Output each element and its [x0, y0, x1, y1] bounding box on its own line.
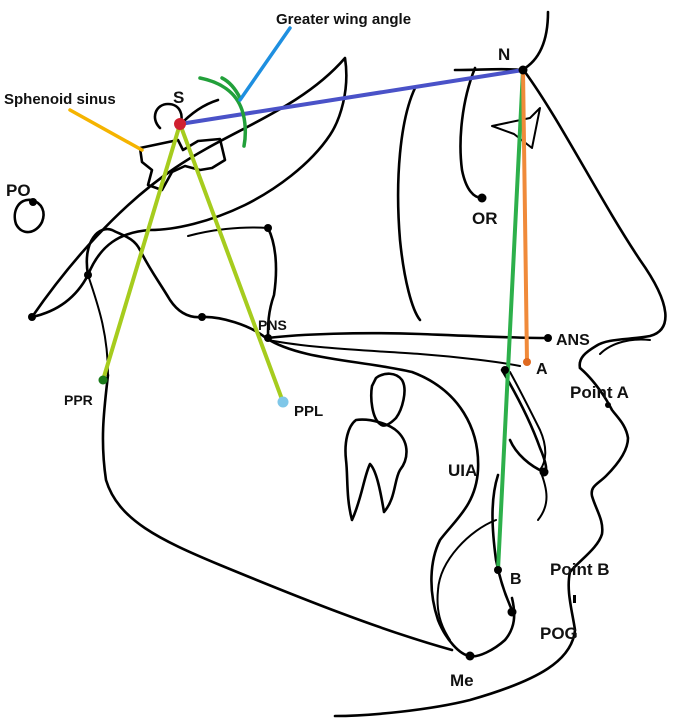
- pog-label: POG: [540, 624, 578, 643]
- uia-point: [539, 467, 549, 477]
- ppl-point: [277, 396, 289, 408]
- sella-nasion-line: [178, 68, 525, 126]
- ramus-point: [84, 271, 92, 279]
- pog-point: [507, 607, 517, 617]
- molar-tooth-outline: [369, 372, 406, 427]
- s-point: [174, 118, 186, 130]
- s-ppr-line: [101, 122, 182, 382]
- ppr-point: [98, 375, 108, 385]
- b-point: [494, 566, 502, 574]
- greater-wing-angle-label: Greater wing angle: [276, 11, 411, 28]
- palate-lower-outline: [267, 339, 521, 367]
- pns-point: [264, 334, 272, 342]
- orbit-inner-outline: [459, 66, 484, 200]
- n-label: N: [498, 45, 510, 64]
- pterygoid-plate-outline: [187, 226, 269, 237]
- a-point: [523, 358, 531, 366]
- anterior-cranial-base-outline: [30, 56, 348, 319]
- po-label: PO: [6, 181, 31, 200]
- condyle-point: [28, 313, 36, 321]
- ppr-label: PPR: [64, 392, 93, 408]
- uia-label: UIA: [448, 461, 477, 480]
- coronoid-point: [264, 224, 272, 232]
- mandible-outline: [85, 227, 516, 658]
- ethmoid-outline: [491, 107, 541, 149]
- lower-lip-outline: [537, 469, 548, 521]
- porion-outline: [13, 198, 45, 234]
- lower-incisor-outline: [491, 473, 514, 612]
- point-a-label: Point A: [570, 383, 629, 402]
- sphenoid-sinus-label: Sphenoid sinus: [4, 91, 116, 108]
- nose-profile-outline: [523, 70, 667, 370]
- ramus-posterior-outline: [101, 373, 454, 652]
- b-label: B: [510, 571, 522, 588]
- nasion-b-line: [496, 68, 525, 572]
- coronoid-outline: [266, 226, 278, 340]
- ppl-label: PPL: [294, 403, 323, 420]
- n-point: [518, 65, 528, 75]
- greater-wing-pointer: [238, 26, 292, 102]
- s-ppl-line: [178, 122, 285, 404]
- a-label: A: [536, 361, 548, 378]
- upper-incisor-outline: [500, 368, 548, 474]
- me-label: Me: [450, 671, 474, 690]
- nostril-outline: [599, 338, 651, 355]
- or-label: OR: [472, 209, 498, 228]
- greater-wing-curve: [198, 76, 248, 148]
- ramus-upper-outline: [87, 274, 109, 376]
- ans-point: [544, 334, 552, 342]
- point-b-marker: [573, 595, 576, 603]
- incisor-point: [501, 366, 509, 374]
- palate-point: [198, 313, 206, 321]
- or-point: [477, 193, 487, 203]
- ans-label: ANS: [556, 332, 590, 349]
- point-b-label: Point B: [550, 560, 610, 579]
- chin-inner-outline: [436, 519, 497, 641]
- soft-tissue-lips-outline: [333, 366, 630, 718]
- palatal-plane-outline: [266, 331, 550, 340]
- pns-label: PNS: [258, 317, 287, 333]
- sphenoid-sinus-pointer: [68, 108, 144, 152]
- point-a-marker: [605, 402, 611, 408]
- s-label: S: [173, 88, 184, 107]
- nasion-a-line: [521, 68, 529, 364]
- molar-tooth-lower-outline: [344, 418, 408, 522]
- me-point: [465, 651, 475, 661]
- orbit-outline: [396, 86, 422, 322]
- po-point: [29, 198, 37, 206]
